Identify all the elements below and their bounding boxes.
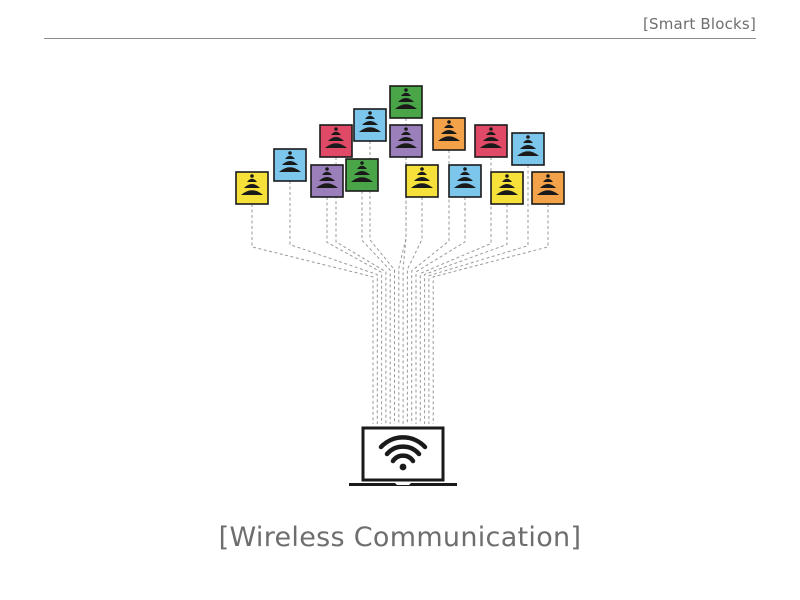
smart-block	[490, 171, 524, 205]
smart-block	[389, 85, 423, 119]
signal-icon	[411, 167, 433, 188]
connection-line	[369, 141, 395, 424]
signal-icon	[279, 151, 301, 172]
signal-icon	[517, 135, 539, 156]
signal-icon	[325, 127, 347, 148]
connection-line	[289, 181, 378, 424]
signal-icon	[395, 127, 417, 148]
connection-line	[424, 204, 508, 424]
signal-icon	[351, 161, 373, 182]
signal-icon	[454, 167, 476, 188]
laptop-notch	[395, 483, 411, 485]
smart-block	[310, 164, 344, 198]
smart-block	[319, 124, 353, 158]
connection-line	[398, 118, 407, 424]
header-rule	[44, 38, 756, 39]
smart-block	[448, 164, 482, 198]
signal-icon	[496, 174, 518, 195]
smart-block	[432, 117, 466, 151]
connection-line	[326, 197, 383, 424]
signal-icon	[537, 174, 559, 195]
wifi-icon	[378, 435, 428, 471]
smart-block	[474, 124, 508, 158]
smart-block	[405, 164, 439, 198]
smart-block	[345, 158, 379, 192]
signal-icon	[359, 111, 381, 132]
diagram-caption: [Wireless Communication]	[218, 522, 582, 553]
smart-block	[235, 171, 269, 205]
signal-icon	[395, 88, 417, 109]
header-label: [Smart Blocks]	[642, 15, 756, 33]
connection-line	[428, 165, 529, 424]
connection-line	[251, 204, 374, 424]
laptop	[349, 426, 457, 486]
connection-line	[419, 157, 492, 424]
smart-block	[531, 171, 565, 205]
smart-blocks	[235, 85, 565, 205]
signal-icon	[438, 120, 460, 141]
signal-icon	[316, 167, 338, 188]
smart-block	[273, 148, 307, 182]
signal-icon	[241, 174, 263, 195]
smart-block	[389, 124, 423, 158]
smart-block	[511, 132, 545, 166]
connection-line	[361, 191, 391, 424]
signal-icon	[480, 127, 502, 148]
connection-line	[415, 197, 466, 424]
smart-block	[353, 108, 387, 142]
